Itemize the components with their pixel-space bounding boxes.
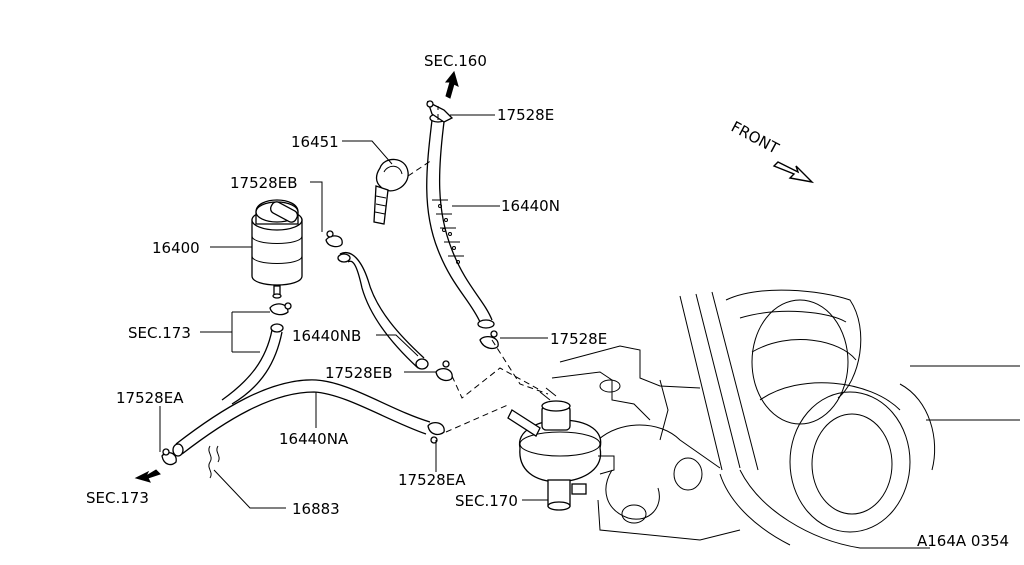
filled-arrow-icon xyxy=(444,70,459,99)
engine-block xyxy=(551,289,1020,549)
hose-16440N xyxy=(426,113,495,329)
label-sec160: SEC.160 xyxy=(424,52,487,70)
clamps xyxy=(161,100,499,466)
hose-16440NA xyxy=(172,379,431,457)
hose-16440NB xyxy=(337,252,429,370)
leader-lines xyxy=(159,114,548,509)
label-16440N: 16440N xyxy=(501,197,560,215)
label-sec170: SEC.170 xyxy=(455,492,518,510)
label-17528E-top: 17528E xyxy=(497,106,554,124)
fuel-filter xyxy=(251,199,303,299)
label-16883: 16883 xyxy=(292,500,340,518)
diagram-code: A164A 0354 xyxy=(917,532,1009,550)
valve-assembly xyxy=(507,387,615,511)
label-sec173-mid: SEC.173 xyxy=(128,324,191,342)
label-17528EA-bottom: 17528EA xyxy=(398,471,466,489)
label-16440NB: 16440NB xyxy=(292,327,361,345)
label-16440NA: 16440NA xyxy=(279,430,349,448)
filled-arrow-icon xyxy=(134,469,161,483)
label-17528EB-top: 17528EB xyxy=(230,174,298,192)
hose-sec173 xyxy=(221,323,284,405)
label-17528EB-bottom: 17528EB xyxy=(325,364,393,382)
label-16400: 16400 xyxy=(152,239,200,257)
label-17528E-bottom: 17528E xyxy=(550,330,607,348)
label-16451: 16451 xyxy=(291,133,339,151)
label-17528EA-left: 17528EA xyxy=(116,389,184,407)
strap-clamp-16451 xyxy=(373,158,409,225)
outline-arrow-icon xyxy=(772,161,815,184)
label-front: FRONT xyxy=(728,118,782,158)
connection-lines xyxy=(407,106,549,433)
label-sec173-bottom: SEC.173 xyxy=(86,489,149,507)
clip-16883 xyxy=(208,445,220,479)
